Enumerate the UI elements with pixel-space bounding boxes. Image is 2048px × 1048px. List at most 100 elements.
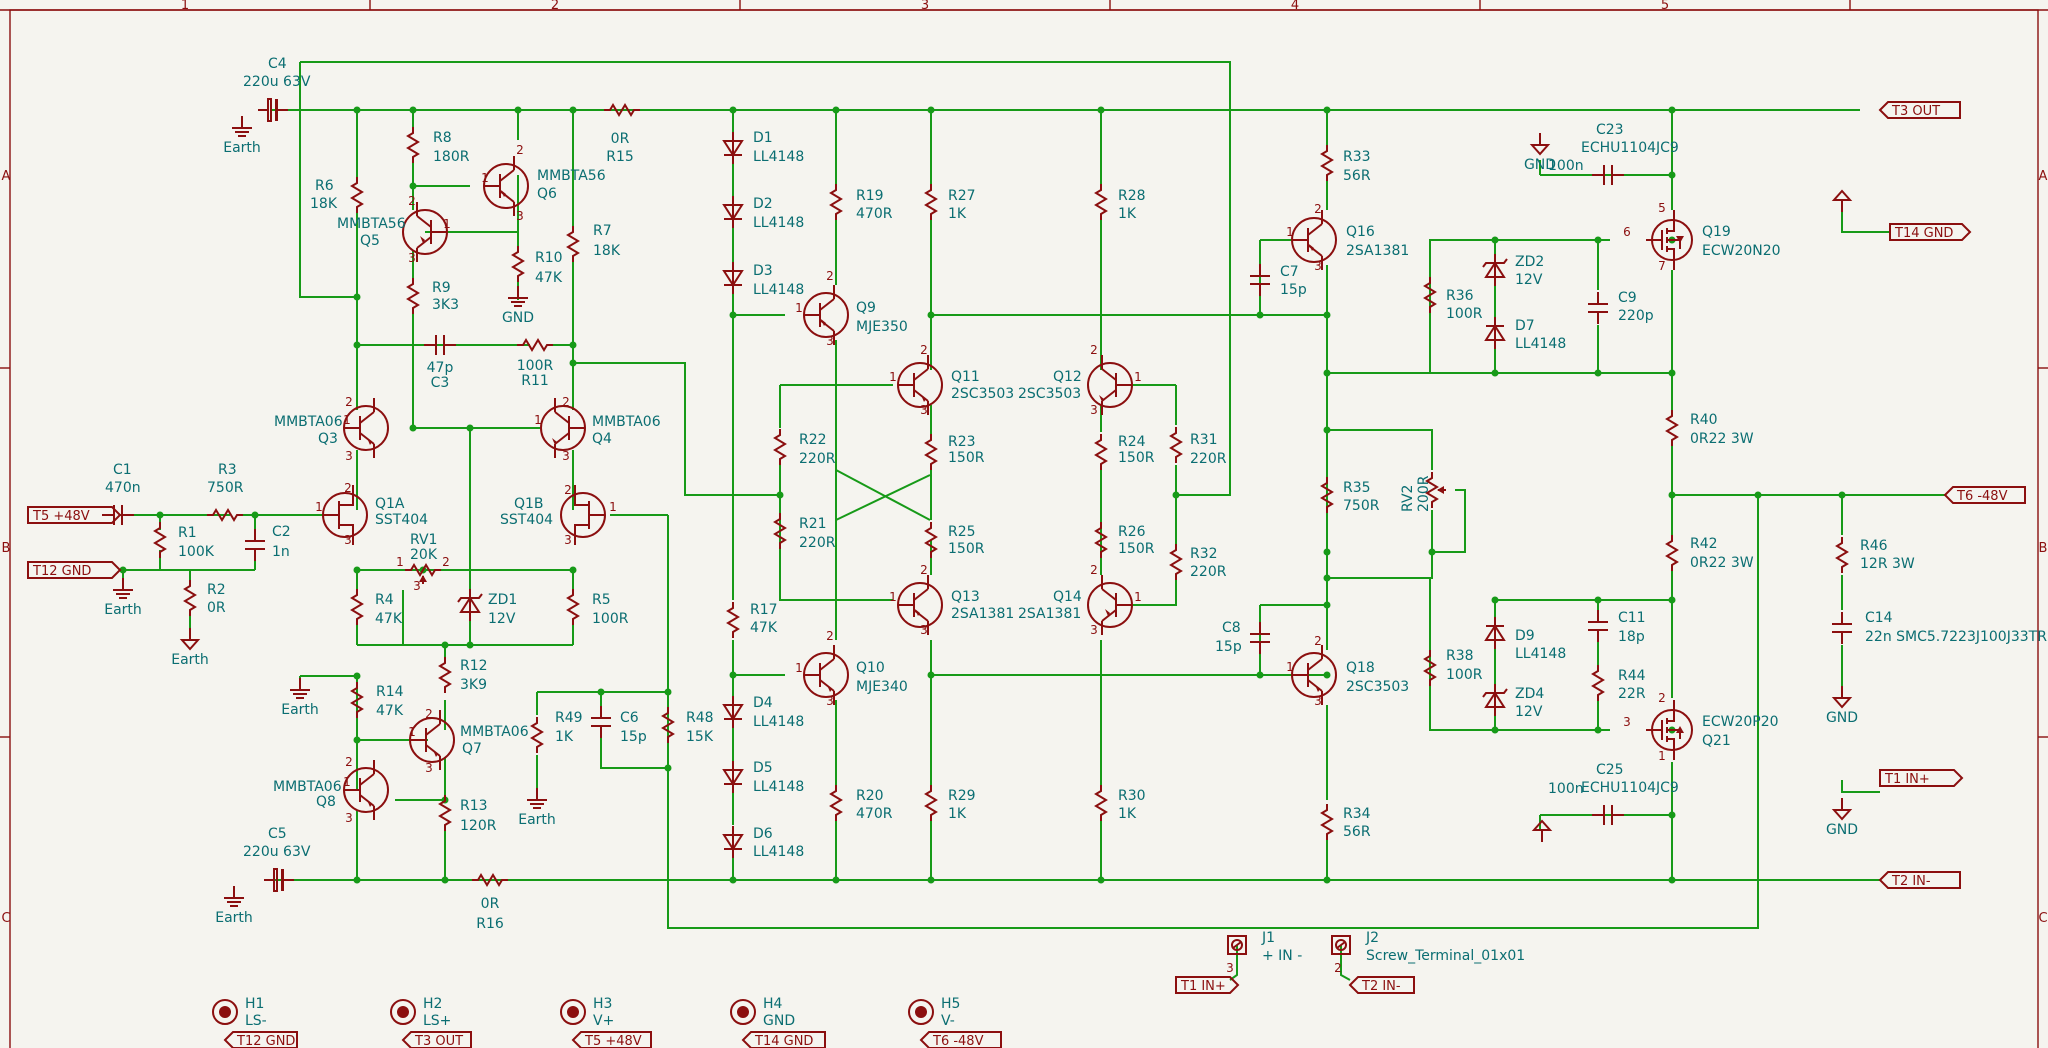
value-j2: Screw_Terminal_01x01 xyxy=(1366,948,1525,964)
net-flag-label: T12 GND xyxy=(32,564,91,579)
resistor-symbol xyxy=(924,184,938,220)
ref-r26: R26 xyxy=(1118,524,1146,540)
wire xyxy=(835,474,931,521)
value-c8: 15p xyxy=(1215,639,1242,655)
jfet-source xyxy=(574,524,589,545)
transistor-emitter xyxy=(819,679,835,692)
value-r14: 47K xyxy=(376,703,404,719)
transistor-collector xyxy=(1101,588,1117,601)
resistor-symbol xyxy=(350,682,364,718)
pin-number: 3 xyxy=(1623,715,1631,729)
resistor-symbol xyxy=(1320,477,1334,513)
mosfet-source xyxy=(1667,248,1675,270)
ref-r48: R48 xyxy=(686,710,714,726)
ref-r46: R46 xyxy=(1860,538,1888,554)
net-flag-label: T5 +48V xyxy=(584,1034,642,1048)
value-r3: 750R xyxy=(207,480,244,496)
value-r40: 0R22 3W xyxy=(1690,431,1754,447)
ref-d2: D2 xyxy=(753,196,773,212)
ref-q7: Q7 xyxy=(462,741,482,757)
junction-dot xyxy=(664,764,672,772)
transistor-arrow xyxy=(1105,609,1110,616)
junction-dot xyxy=(1323,876,1331,884)
net-flag xyxy=(571,1031,652,1048)
ref-r25: R25 xyxy=(948,524,976,540)
pin-number: 1 xyxy=(1134,590,1142,604)
value-c4: 220u 63V xyxy=(243,74,311,90)
junction-dot xyxy=(119,566,127,574)
value-r32: 220R xyxy=(1190,564,1227,580)
ref-r35: R35 xyxy=(1343,480,1371,496)
screw-terminal-icon xyxy=(1331,935,1351,955)
net-flag-label: T2 IN- xyxy=(1361,979,1401,994)
wire xyxy=(1429,239,1495,373)
junction-dot xyxy=(1754,491,1762,499)
pin-number: 2 xyxy=(1090,343,1098,357)
value-h3: V+ xyxy=(593,1013,614,1029)
ref-q1a: Q1A xyxy=(375,496,405,512)
junction-dot xyxy=(1594,236,1602,244)
ref-j2: J2 xyxy=(1365,930,1379,946)
pin-number: 3 xyxy=(826,694,834,708)
resistor-symbol xyxy=(1423,650,1437,686)
screw-slot xyxy=(1232,941,1242,949)
junction-dot xyxy=(729,876,737,884)
ref-q16: Q16 xyxy=(1346,224,1375,240)
value-zd1: 12V xyxy=(488,611,516,627)
ref-r28: R28 xyxy=(1118,188,1146,204)
value-q9: MJE350 xyxy=(856,319,908,335)
gnd-icon xyxy=(1531,819,1553,831)
earth-label: Earth xyxy=(215,910,253,926)
pin-number: 1 xyxy=(795,661,803,675)
net-flag-label: T6 -48V xyxy=(932,1034,984,1048)
pin-number: 3 xyxy=(345,449,353,463)
pin-number: 2 xyxy=(1334,961,1342,975)
resistor-symbol xyxy=(566,226,580,262)
junction-dot xyxy=(1838,491,1846,499)
junction-dot xyxy=(353,736,361,744)
junction-dot xyxy=(927,671,935,679)
mosfet-drain xyxy=(1667,700,1675,722)
value-q8: MMBTA06 xyxy=(273,779,342,795)
pin-number: 2 xyxy=(425,707,433,721)
mounting-hole-icon xyxy=(212,999,238,1025)
transistor-emitter xyxy=(359,794,375,807)
value-c23: ECHU1104JC9 xyxy=(1581,140,1679,156)
pin-number: 2 xyxy=(562,395,570,409)
transistor-emitter xyxy=(416,236,432,249)
transistor-collector xyxy=(819,298,835,311)
transistor-emitter xyxy=(819,319,835,332)
resistor-symbol xyxy=(350,177,364,213)
components xyxy=(27,98,2026,1048)
ref-r16: R16 xyxy=(476,916,504,932)
resistor-symbol xyxy=(1169,427,1183,463)
resistor-symbol xyxy=(472,873,508,887)
value-r16: 0R xyxy=(481,896,500,912)
transistor-emitter xyxy=(1101,389,1117,402)
value-r36: 100R xyxy=(1446,306,1483,322)
screw-terminal-screw xyxy=(1335,939,1347,951)
earth-label: Earth xyxy=(223,140,261,156)
transistor-collector xyxy=(1307,223,1323,236)
transistor-emitter xyxy=(1307,679,1323,692)
ref-r36: R36 xyxy=(1446,288,1474,304)
value-r48: 15K xyxy=(686,729,714,745)
resistor-symbol xyxy=(350,589,364,625)
screw-terminal-icon xyxy=(1227,935,1247,955)
ref-h1: H1 xyxy=(245,996,264,1012)
resistor-symbol xyxy=(1320,145,1334,181)
resistor-symbol xyxy=(829,785,843,821)
wire xyxy=(835,469,931,521)
value-q1b: SST404 xyxy=(500,512,553,528)
ref-r34: R34 xyxy=(1343,806,1371,822)
ref-c9: C9 xyxy=(1618,290,1637,306)
junction-dot xyxy=(729,106,737,114)
value-r6: 18K xyxy=(310,196,338,212)
ref-r33: R33 xyxy=(1343,149,1371,165)
ref-r44: R44 xyxy=(1618,668,1646,684)
value-r49: 1K xyxy=(555,729,574,745)
value-r29: 1K xyxy=(948,806,967,822)
ref-c6: C6 xyxy=(620,710,639,726)
ref-q8: Q8 xyxy=(316,794,336,810)
junction-dot xyxy=(353,293,361,301)
